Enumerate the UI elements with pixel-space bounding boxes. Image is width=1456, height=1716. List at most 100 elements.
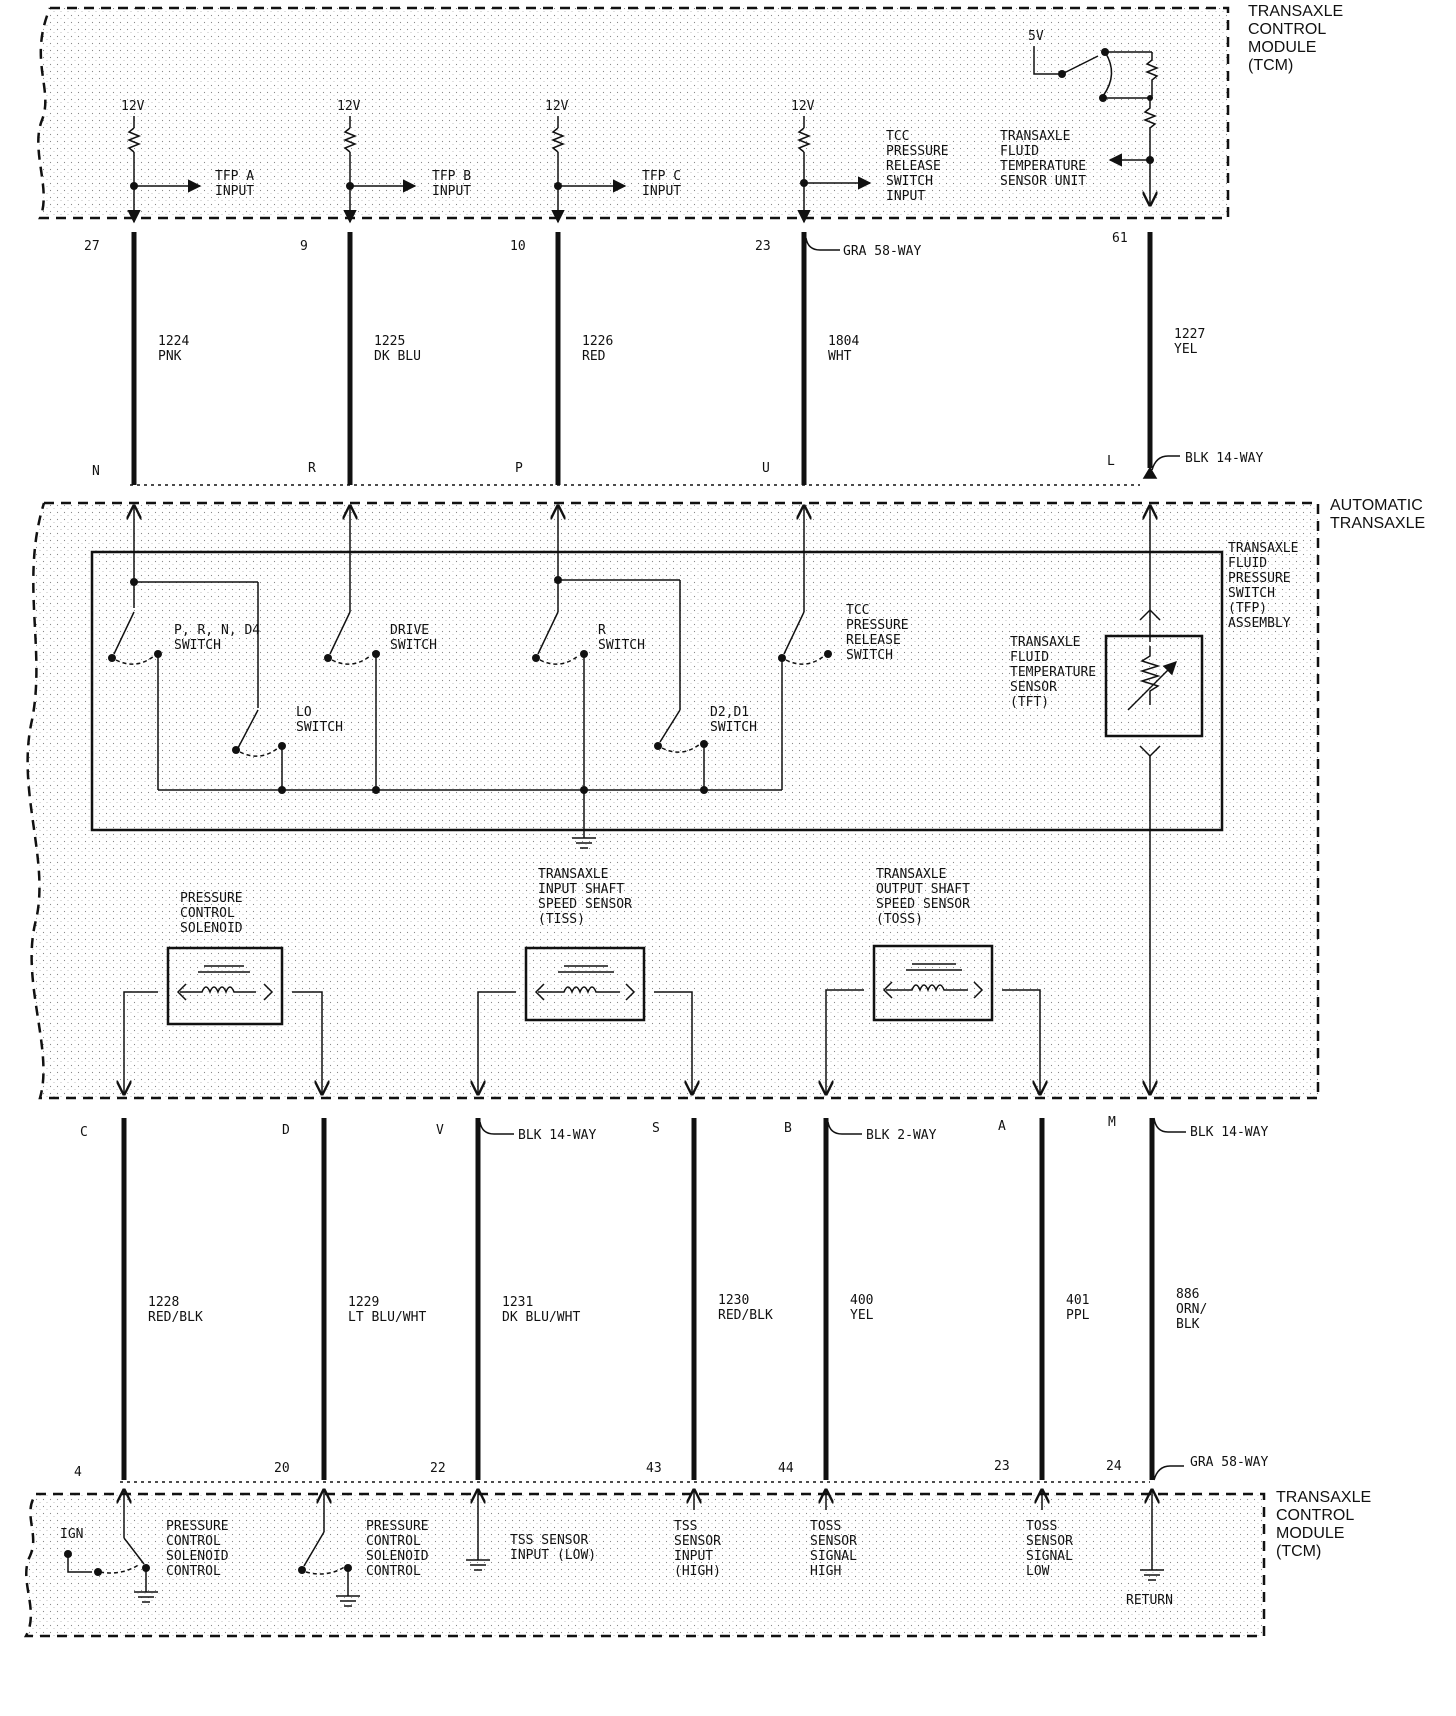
gra58-top-label: GRA 58-WAY — [843, 244, 921, 259]
lo-switch — [237, 709, 259, 749]
conn-d: D — [282, 1123, 290, 1138]
conn-c: C — [80, 1125, 88, 1140]
pin-23-bottom: 23 — [994, 1459, 1010, 1474]
pin-44: 44 — [778, 1461, 794, 1476]
svg-text:5V: 5V — [1028, 29, 1044, 44]
svg-text:12V: 12V — [121, 99, 145, 114]
ground-icon — [572, 837, 596, 849]
pin-27: 27 — [84, 239, 100, 254]
conn-s: S — [652, 1121, 660, 1136]
conn-u: U — [762, 461, 770, 476]
blk14-mid-label: BLK 14-WAY — [518, 1128, 596, 1143]
blk14-bottom-label: BLK 14-WAY — [1190, 1125, 1268, 1140]
pin-10: 10 — [510, 239, 526, 254]
svg-text:12V: 12V — [791, 99, 815, 114]
conn-n: N — [92, 464, 100, 479]
pin-9: 9 — [300, 239, 308, 254]
conn-v: V — [436, 1123, 444, 1138]
ign-label: IGN — [60, 1527, 83, 1542]
lower-harness: C D V S B A M BLK 14-WAY BLK 2-WAY BLK 1… — [74, 1115, 1268, 1483]
return-label: RETURN — [1126, 1593, 1173, 1608]
pin-61: 61 — [1112, 231, 1128, 246]
conn-l: L — [1107, 454, 1115, 469]
svg-text:12V: 12V — [545, 99, 569, 114]
conn-b: B — [784, 1121, 792, 1136]
r-switch — [537, 611, 559, 655]
gra58-bottom-label: GRA 58-WAY — [1190, 1455, 1268, 1470]
d2d1-switch — [659, 709, 681, 743]
tcc-switch — [783, 611, 805, 655]
pin-4: 4 — [74, 1465, 82, 1480]
conn-p: P — [515, 461, 523, 476]
return-ground: RETURN — [1126, 1520, 1173, 1608]
drive-switch — [329, 611, 351, 655]
pin-20: 20 — [274, 1461, 290, 1476]
pin-24: 24 — [1106, 1459, 1122, 1474]
upper-harness: 27 9 10 23 61 GRA 58-WAY BLK 14-WAY 1224… — [84, 231, 1263, 486]
tfp-assembly-box — [90, 550, 1224, 832]
conn-m: M — [1108, 1115, 1116, 1130]
conn-a: A — [998, 1119, 1006, 1134]
pin-22: 22 — [430, 1461, 446, 1476]
svg-text:12V: 12V — [337, 99, 361, 114]
blk14-top-label: BLK 14-WAY — [1185, 451, 1263, 466]
pin-43: 43 — [646, 1461, 662, 1476]
prnd4-switch — [113, 611, 135, 655]
pin-23-top: 23 — [755, 239, 771, 254]
blk2-label: BLK 2-WAY — [866, 1128, 937, 1143]
